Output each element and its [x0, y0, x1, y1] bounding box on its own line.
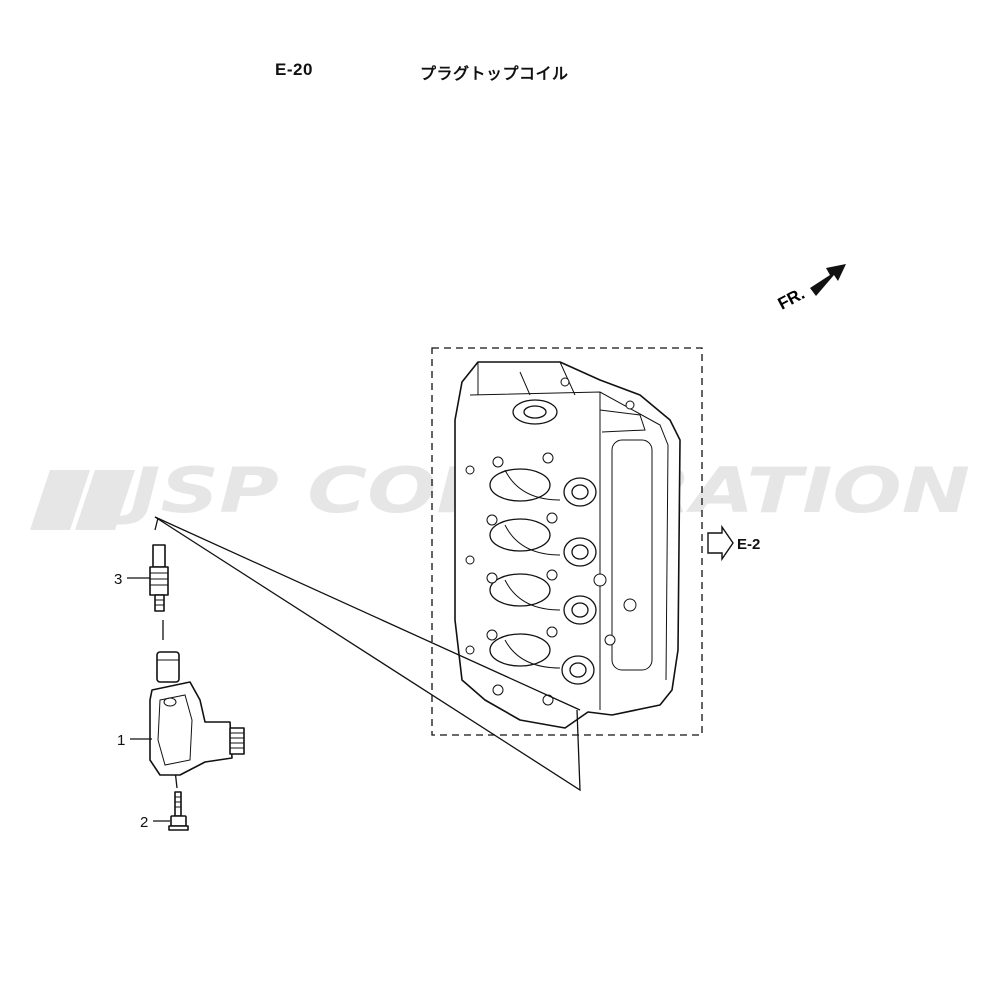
watermark-logo-icon: [30, 470, 135, 530]
front-direction-arrow-icon: [810, 264, 846, 296]
reference-arrow-icon: [707, 524, 734, 562]
callout-3: 3: [114, 571, 150, 588]
page-code: E-20: [275, 60, 313, 79]
ignition-coil: [149, 651, 245, 776]
leader-lines: [154, 516, 581, 792]
callout-number: 2: [140, 814, 148, 831]
cylinder-head: [454, 361, 681, 729]
page-title: プラグトップコイル: [420, 64, 569, 83]
callout-1: 1: [117, 732, 152, 749]
callout-number: 1: [117, 732, 125, 749]
reference-label: E-2: [737, 536, 760, 553]
reference-box: [431, 347, 703, 736]
callouts: 3 1 2: [114, 571, 170, 831]
callout-number: 3: [114, 571, 122, 588]
front-direction-label: FR.: [775, 284, 808, 314]
spark-plug: [149, 544, 169, 612]
reference-e2: E-2: [707, 524, 760, 562]
callout-2: 2: [140, 814, 170, 831]
front-direction-indicator: FR.: [775, 264, 846, 314]
bolt: [168, 791, 189, 831]
